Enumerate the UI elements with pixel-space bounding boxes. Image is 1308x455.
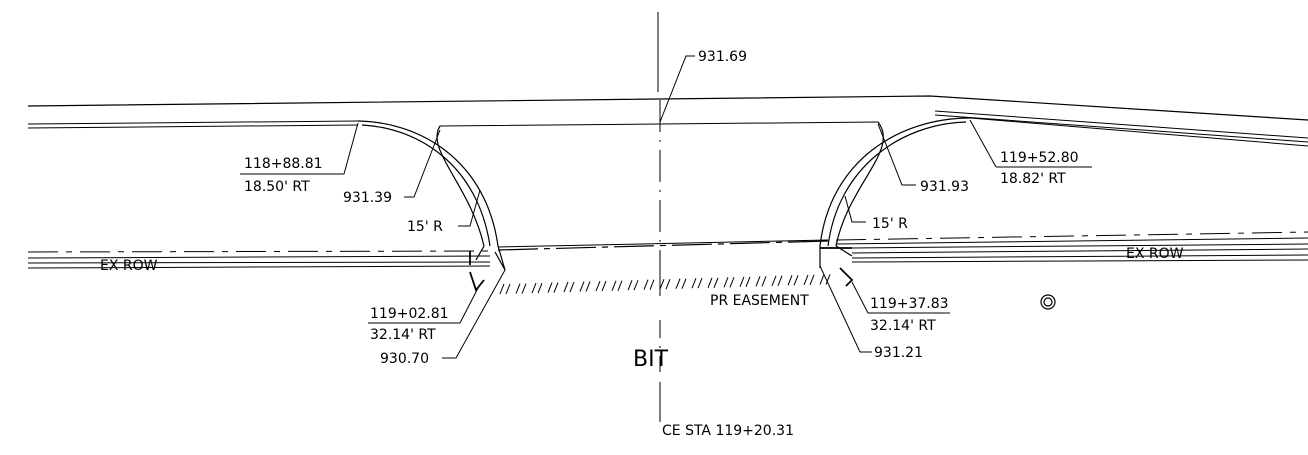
- svg-text:18.50' RT: 18.50' RT: [244, 179, 310, 195]
- hatch-mark: [707, 277, 713, 288]
- hatch-mark: [787, 275, 793, 286]
- svg-text:119+02.81: 119+02.81: [370, 306, 449, 322]
- hatch-mark: [611, 280, 617, 291]
- hatch-mark: [675, 278, 681, 289]
- hatch-mark: [723, 277, 729, 288]
- hatch-mark: [803, 274, 809, 286]
- label-left-pt-station: 119+02.81 32.14' RT: [368, 287, 479, 343]
- svg-text:18.82' RT: 18.82' RT: [1000, 171, 1066, 187]
- label-left-curve-elev: 931.39: [343, 129, 441, 206]
- road-edge-lines: [27, 95, 1308, 147]
- hatch-mark: [537, 282, 543, 294]
- svg-text:119+52.80: 119+52.80: [1000, 150, 1079, 166]
- pr-easement-hatch: [499, 274, 831, 295]
- hatch-mark: [819, 274, 825, 285]
- svg-text:931.21: 931.21: [874, 345, 923, 361]
- hatch-mark: [771, 275, 777, 287]
- hatch-mark: [547, 282, 553, 293]
- hatch-mark: [681, 278, 687, 289]
- hatch-mark: [563, 281, 569, 293]
- hatch-mark: [515, 283, 521, 294]
- surface-label: BIT: [633, 347, 669, 372]
- label-right-radius: 15' R: [844, 195, 908, 232]
- hatch-mark: [713, 277, 719, 288]
- hatch-mark: [505, 283, 511, 295]
- hatch-mark: [761, 276, 767, 287]
- ex-row-right-label: EX ROW: [1126, 246, 1184, 262]
- svg-text:118+88.81: 118+88.81: [244, 156, 323, 172]
- svg-text:15' R: 15' R: [407, 219, 443, 235]
- hatch-mark: [649, 279, 655, 290]
- ex-row-left-lines: [27, 250, 491, 269]
- hatch-mark: [531, 282, 537, 294]
- manhole-icon: [1040, 294, 1056, 310]
- hatch-mark: [499, 283, 505, 295]
- hatch-mark: [809, 274, 815, 286]
- ex-row-middle-line: [497, 239, 829, 251]
- hatch-mark: [825, 274, 831, 285]
- hatch-mark: [739, 276, 745, 287]
- hatch-mark: [777, 275, 783, 287]
- hatch-mark: [601, 280, 607, 292]
- hatch-mark: [643, 279, 649, 290]
- hatch-mark: [729, 277, 735, 288]
- left-return-curves: [357, 120, 506, 271]
- hatch-mark: [569, 281, 575, 293]
- hatch-mark: [633, 279, 639, 291]
- hatch-mark: [627, 279, 633, 291]
- hatch-mark: [595, 280, 601, 292]
- centerline-station-label: CE STA 119+20.31: [662, 423, 794, 439]
- svg-text:931.69: 931.69: [698, 49, 747, 65]
- svg-text:119+37.83: 119+37.83: [870, 296, 949, 312]
- svg-text:32.14' RT: 32.14' RT: [870, 318, 936, 334]
- label-right-curve-elev: 931.93: [877, 123, 969, 195]
- ex-row-left-label: EX ROW: [100, 258, 158, 274]
- label-right-pt-elev: 931.21: [819, 265, 923, 361]
- label-left-radius: 15' R: [407, 189, 481, 235]
- hatch-mark: [617, 280, 623, 291]
- label-left-pc-station: 118+88.81 18.50' RT: [240, 122, 359, 195]
- label-right-pt-station: 119+37.83 32.14' RT: [851, 281, 950, 334]
- svg-text:931.39: 931.39: [343, 190, 392, 206]
- hatch-mark: [521, 283, 527, 294]
- hatch-mark: [755, 276, 761, 287]
- svg-text:15' R: 15' R: [872, 216, 908, 232]
- curb-corner-marks: [469, 267, 854, 292]
- hatch-mark: [665, 279, 671, 290]
- label-right-pc-station: 119+52.80 18.82' RT: [969, 119, 1092, 187]
- hatch-mark: [579, 281, 585, 292]
- ex-row-right-lines: [820, 231, 1308, 263]
- hatch-mark: [793, 275, 799, 286]
- hatch-mark: [659, 279, 665, 290]
- svg-text:930.70: 930.70: [380, 351, 429, 367]
- hatch-mark: [691, 278, 697, 289]
- hatch-mark: [585, 281, 591, 292]
- hatch-mark: [553, 282, 559, 293]
- hatch-mark: [697, 278, 703, 289]
- svg-text:32.14' RT: 32.14' RT: [370, 327, 436, 343]
- right-return-curves: [819, 117, 971, 268]
- svg-text:931.93: 931.93: [920, 179, 969, 195]
- hatch-mark: [745, 276, 751, 287]
- centerline: [657, 12, 661, 422]
- label-elev-top-center: 931.69: [659, 49, 747, 123]
- pr-easement-label: PR EASEMENT: [710, 293, 809, 309]
- label-left-pt-elev: 930.70: [380, 269, 506, 367]
